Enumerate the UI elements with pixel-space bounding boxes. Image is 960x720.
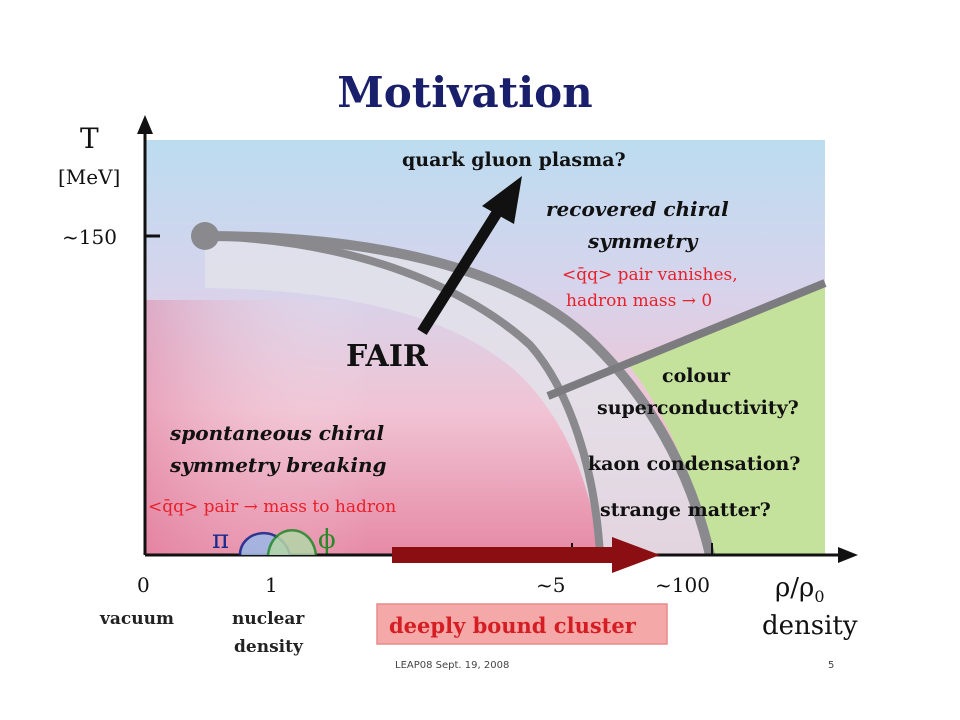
recovered-label-line2: symmetry bbox=[587, 229, 699, 253]
phi-bump bbox=[266, 529, 318, 556]
qq-mass-label: <q̄q> pair → mass to hadron bbox=[148, 497, 396, 517]
kaon-label: kaon condensation? bbox=[588, 453, 800, 475]
vacuum-label: vacuum bbox=[99, 609, 174, 629]
sponta-label-line1: spontaneous chiral bbox=[169, 421, 385, 445]
slide-title: Motivation bbox=[337, 68, 593, 117]
cluster-box bbox=[376, 603, 668, 645]
qgp-label: quark gluon plasma? bbox=[402, 149, 626, 171]
x-tick-label-0: 0 bbox=[137, 573, 150, 597]
fair-label: FAIR bbox=[346, 339, 429, 374]
cluster-arrow-shaft bbox=[392, 547, 620, 563]
qq-vanish-line2: hadron mass → 0 bbox=[566, 291, 712, 311]
phi-label: ϕ bbox=[318, 525, 336, 555]
phase-boundary-outer bbox=[204, 231, 715, 557]
colour-sc-boundary bbox=[546, 279, 827, 400]
x-tick-label-100: ~100 bbox=[655, 573, 710, 597]
mixed-phase-band bbox=[205, 236, 710, 555]
qq-vanish-line1: <q̄q> pair vanishes, bbox=[562, 265, 738, 285]
strange-label: strange matter? bbox=[600, 499, 771, 521]
pi-label: π bbox=[212, 525, 229, 555]
colour-superconductivity-region bbox=[625, 283, 825, 555]
colour-label-line1: colour bbox=[662, 365, 731, 387]
sponta-label-line2: symmetry breaking bbox=[169, 453, 386, 477]
x-tick-label-1: 1 bbox=[265, 573, 278, 597]
x-tick-label-5: ~5 bbox=[536, 573, 565, 597]
nuclear-label-line2: density bbox=[234, 637, 304, 657]
x-axis-title-sub: 0 bbox=[814, 587, 824, 606]
y-tick-label: ~150 bbox=[62, 225, 117, 249]
x-axis-title-main: ρ/ρ bbox=[775, 573, 814, 603]
y-axis-title: T bbox=[80, 122, 99, 155]
x-axis-title: ρ/ρ0 bbox=[775, 573, 825, 606]
footer-page-number: 5 bbox=[828, 660, 835, 671]
cluster-label: deeply bound cluster bbox=[389, 613, 637, 638]
y-axis-arrowhead bbox=[137, 115, 153, 134]
x-axis-arrowhead bbox=[838, 547, 858, 563]
fair-arrowhead bbox=[482, 176, 522, 224]
fair-arrow-shaft bbox=[417, 205, 505, 335]
y-axis-unit: [MeV] bbox=[58, 165, 120, 189]
colour-label-line2: superconductivity? bbox=[597, 397, 799, 419]
nuclear-label-line1: nuclear bbox=[232, 609, 305, 629]
footer-event: LEAP08 Sept. 19, 2008 bbox=[395, 660, 510, 671]
phase-boundary-inner bbox=[204, 232, 604, 556]
recovered-label-line1: recovered chiral bbox=[546, 197, 729, 221]
x-axis-subtitle: density bbox=[762, 611, 858, 641]
cluster-arrowhead bbox=[612, 537, 660, 573]
critical-point bbox=[191, 222, 219, 250]
